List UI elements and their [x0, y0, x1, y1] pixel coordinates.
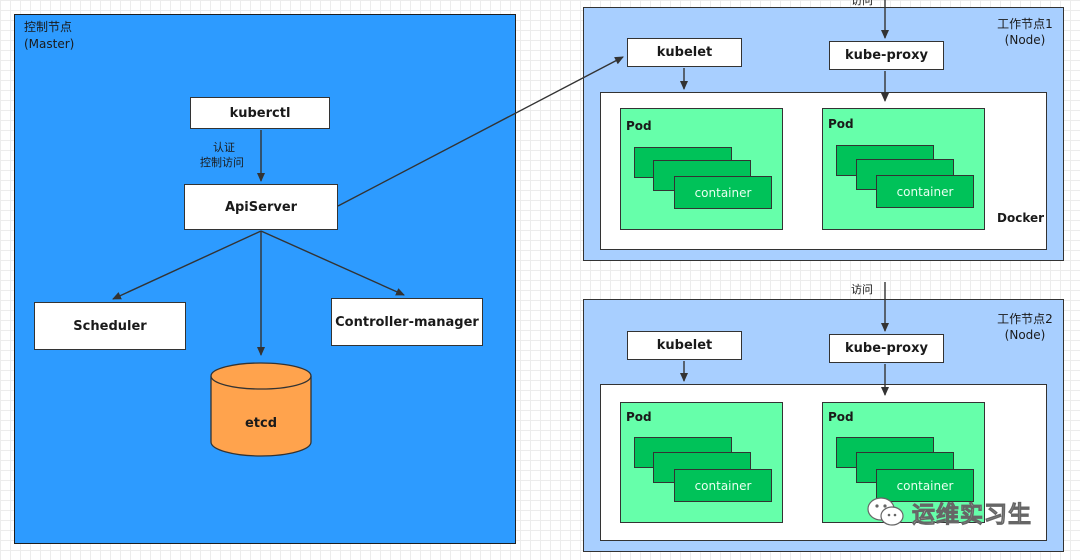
- apiserver-to-controller-arrow: [260, 230, 405, 296]
- apiserver-to-kubelet-arrow: [337, 56, 624, 207]
- apiserver-box: ApiServer: [184, 184, 338, 230]
- node2-title-line1: 工作节点2: [997, 312, 1053, 326]
- node2-pod-a-label: Pod: [626, 410, 652, 424]
- node1-access-label: 访问: [851, 0, 873, 7]
- node1-pod-a-container-front: container: [674, 176, 772, 209]
- master-title-line1: 控制节点: [24, 20, 73, 34]
- master-title-line2: (Master): [24, 37, 75, 51]
- node2-pod-a-container-front: container: [674, 469, 772, 502]
- auth-label-line2: 控制访问: [200, 156, 244, 169]
- kuberctl-box: kuberctl: [190, 97, 330, 129]
- wechat-icon: [867, 497, 904, 526]
- node1-pod-b-container-front: container: [876, 175, 974, 208]
- node1-docker-label: Docker: [997, 211, 1045, 225]
- watermark-text: 运维实习生: [912, 502, 1032, 529]
- node1-pod-b-label: Pod: [828, 117, 854, 131]
- node2-kube-proxy-box: kube-proxy: [829, 334, 944, 363]
- apiserver-to-scheduler-arrow: [112, 230, 262, 300]
- node2-pod-b-container-front: container: [876, 469, 974, 502]
- node1-kube-proxy-box: kube-proxy: [829, 41, 944, 70]
- node2-kubelet-box: kubelet: [627, 331, 742, 360]
- node2-title: 工作节点2 (Node): [985, 311, 1065, 343]
- node1-title-line2: (Node): [1004, 33, 1046, 47]
- node1-title: 工作节点1 (Node): [985, 16, 1065, 48]
- node2-title-line2: (Node): [1004, 328, 1046, 342]
- auth-label-line1: 认证: [213, 141, 235, 154]
- node1-title-line1: 工作节点1: [997, 17, 1053, 31]
- master-title: 控制节点 (Master): [24, 19, 74, 53]
- watermark: 运维实习生: [866, 495, 1032, 529]
- controller-manager-box: Controller-manager: [331, 298, 483, 346]
- node1-pod-a-label: Pod: [626, 119, 652, 133]
- etcd-cylinder: [210, 362, 312, 457]
- node1-kubelet-box: kubelet: [627, 38, 742, 67]
- etcd-label: etcd: [244, 416, 278, 431]
- node2-pod-b-label: Pod: [828, 410, 854, 424]
- auth-label: 认证 控制访问: [200, 140, 244, 170]
- scheduler-box: Scheduler: [34, 302, 186, 350]
- node2-access-label: 访问: [851, 283, 873, 296]
